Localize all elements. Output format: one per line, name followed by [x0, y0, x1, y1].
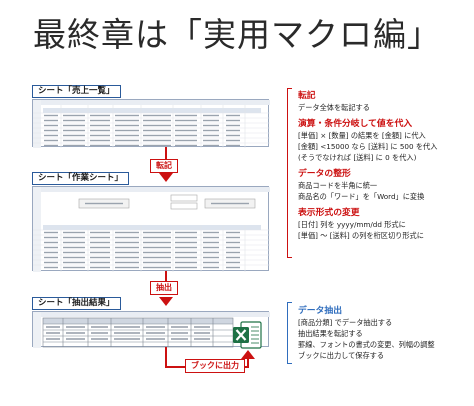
- sheet-thumbnail-result: [32, 311, 270, 348]
- step-heading: 転記: [298, 91, 316, 101]
- step-line: ブックに出力して保存する: [298, 351, 385, 360]
- arrow-down-icon: [159, 173, 173, 182]
- step-line: 罫線、フォントの書式の変更、列幅の調整: [298, 340, 435, 349]
- flow-arrow-output-line: [247, 357, 249, 368]
- spreadsheet-grid: [33, 187, 270, 272]
- flow-label-output: ブックに出力: [185, 359, 245, 373]
- step-line: [商品分類] でデータ抽出する: [298, 318, 393, 327]
- step-line: [単価] 〜 [送料] の列を桁区切り形式に: [298, 231, 424, 240]
- sheet-thumbnail-work: [32, 186, 270, 272]
- flow-arrow-output-line: [165, 347, 167, 367]
- arrow-up-icon: [241, 350, 255, 359]
- bracket-red: [287, 88, 292, 258]
- flow-label-transfer: 転記: [150, 159, 178, 173]
- step-heading: データの整形: [298, 169, 351, 179]
- step-heading: データ抽出: [298, 306, 342, 316]
- step-line: 商品コードを半角に統一: [298, 181, 378, 190]
- step-line: データ全体を転記する: [298, 103, 370, 112]
- sheet-thumbnail-sales: [32, 99, 270, 148]
- step-line: 抽出結果を転記する: [298, 329, 363, 338]
- steps-red-panel: 転記 データ全体を転記する 演算・条件分岐して値を代入 [単価] × [数量] …: [298, 90, 472, 241]
- step-heading: 表示形式の変更: [298, 208, 360, 218]
- page-title: 最終章は「実用マクロ編」: [33, 15, 441, 54]
- sheet-label-sales: シート「売上一覧」: [32, 85, 121, 98]
- sheet-label-work: シート「作業シート」: [32, 172, 130, 185]
- excel-icon: [233, 321, 262, 349]
- bracket-blue: [287, 302, 292, 364]
- flow-label-extract: 抽出: [150, 281, 178, 295]
- flow-arrow-transfer-line: [165, 147, 167, 167]
- arrow-down-icon: [159, 297, 173, 306]
- step-line: 商品名の「ワード」を「Word」に変換: [298, 192, 425, 201]
- step-line: [日付] 列を yyyy/mm/dd 形式に: [298, 220, 406, 229]
- spreadsheet-grid: [33, 100, 270, 148]
- sheet-label-result: シート「抽出結果」: [32, 297, 121, 310]
- steps-blue-panel: データ抽出 [商品分類] でデータ抽出する 抽出結果を転記する 罫線、フォントの…: [298, 305, 472, 361]
- step-line: [金額] <15000 なら [送料] に 500 を代入: [298, 142, 438, 151]
- step-heading: 演算・条件分岐して値を代入: [298, 119, 413, 129]
- step-line: (そうでなければ [送料] に 0 を代入): [298, 153, 417, 162]
- step-line: [単価] × [数量] の結果を [金額] に代入: [298, 131, 426, 140]
